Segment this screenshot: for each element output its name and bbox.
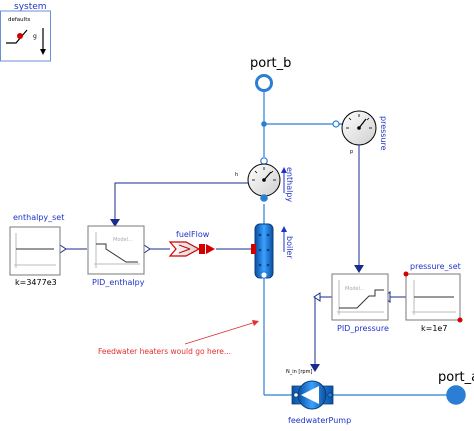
fluid-connections [263,92,450,396]
arrow-pump-input [310,364,320,372]
fuelflow-arrow-icon [206,244,215,254]
enthalpy-pin-label: h [235,172,238,178]
enthalpy-label: enthalpy [285,167,294,202]
enthalpy-set-block[interactable]: enthalpy_set k=3477e3 [9,213,64,287]
pid-enthalpy-frame [87,225,145,275]
pid-pressure-model-label: Model... [345,286,365,292]
system-defaults-label: defaults [8,17,30,23]
system-block[interactable]: system defaults g [0,2,51,62]
pump-title: feedwaterPump [288,416,351,425]
arrow-pid-pressure-output [313,292,321,302]
gravity-label: g [33,33,37,40]
arrow-pid-enthalpy-output [143,244,151,254]
boiler-port-bottom-icon [260,271,268,279]
pump-input-label: N_in [rpm] [286,369,312,375]
port-a[interactable]: port_a [438,370,474,405]
pid-pressure-icon [337,280,384,315]
enthalpy-set-frame [9,226,61,276]
system-title: system [14,2,47,12]
fuelflow-block[interactable]: fuelFlow [168,230,215,257]
pump-direction-icon [301,386,319,404]
pressure-set-icon [412,280,456,315]
heater-annotation: Feedwater heaters would go here... [98,320,259,356]
enthalpy-set-icon [14,233,56,268]
annotation-text: Feedwater heaters would go here... [98,347,231,356]
pressure-port-icon [332,120,340,128]
wire-enthalpy-to-pid [114,182,240,220]
fuelflow-icon [168,241,201,257]
boiler-label: boiler [285,236,294,259]
arrow-pid-pressure-input [354,265,364,273]
fuelflow-heat-port-icon [199,244,205,254]
fuelflow-label: fuelFlow [176,230,210,239]
pressure-needle [358,118,367,129]
pid-enthalpy-block[interactable]: Model... PID_enthalpy [87,225,145,287]
enthalpy-sensor[interactable]: h enthalpy [235,157,294,203]
feedwater-pump[interactable]: N_in [rpm] feedwaterPump [286,369,351,425]
enthalpy-set-title: enthalpy_set [13,213,64,222]
pid-enthalpy-icon [94,232,140,268]
pressure-set-corner-marker [403,271,409,277]
pid-enthalpy-title: PID_enthalpy [92,278,145,287]
pressure-label: pressure [379,116,388,151]
boiler-heat-port-icon [251,244,256,254]
pressure-gauge-ticks [346,114,372,129]
boiler[interactable]: boiler [251,223,294,279]
pressure-set-corner-marker [457,317,463,323]
junction-node [261,121,267,127]
wire-pid-to-pump [314,296,332,367]
pid-pressure-title: PID_pressure [337,324,389,333]
arrow-hset-output [59,244,67,254]
enthalpy-set-value: k=3477e3 [15,278,57,287]
pressure-sensor[interactable]: p pressure [332,110,388,160]
pid-pressure-frame [331,273,389,321]
pressure-pin-label: p [350,149,353,155]
enthalpy-port-bottom-icon [260,194,268,202]
pid-pressure-block[interactable]: Model... PID_pressure [331,273,389,333]
pid-enthalpy-model-label: Model... [113,237,133,243]
annotation-arrow [184,321,257,345]
boiler-vessel-icon [254,223,274,279]
pressure-set-title: pressure_set [410,262,461,271]
enthalpy-gauge-ticks [252,167,276,181]
arrow-pid-enthalpy-input [110,219,120,227]
pressure-set-block[interactable]: pressure_set k=1e7 [403,262,463,333]
port-b[interactable]: port_b [250,56,291,92]
port-a-label: port_a [438,370,474,385]
gravity-icon [6,28,46,55]
port-a-icon [446,385,466,405]
pressure-set-value: k=1e7 [421,324,447,333]
port-b-icon [255,74,273,92]
port-b-label: port_b [250,56,291,71]
enthalpy-port-top-icon [260,157,268,165]
